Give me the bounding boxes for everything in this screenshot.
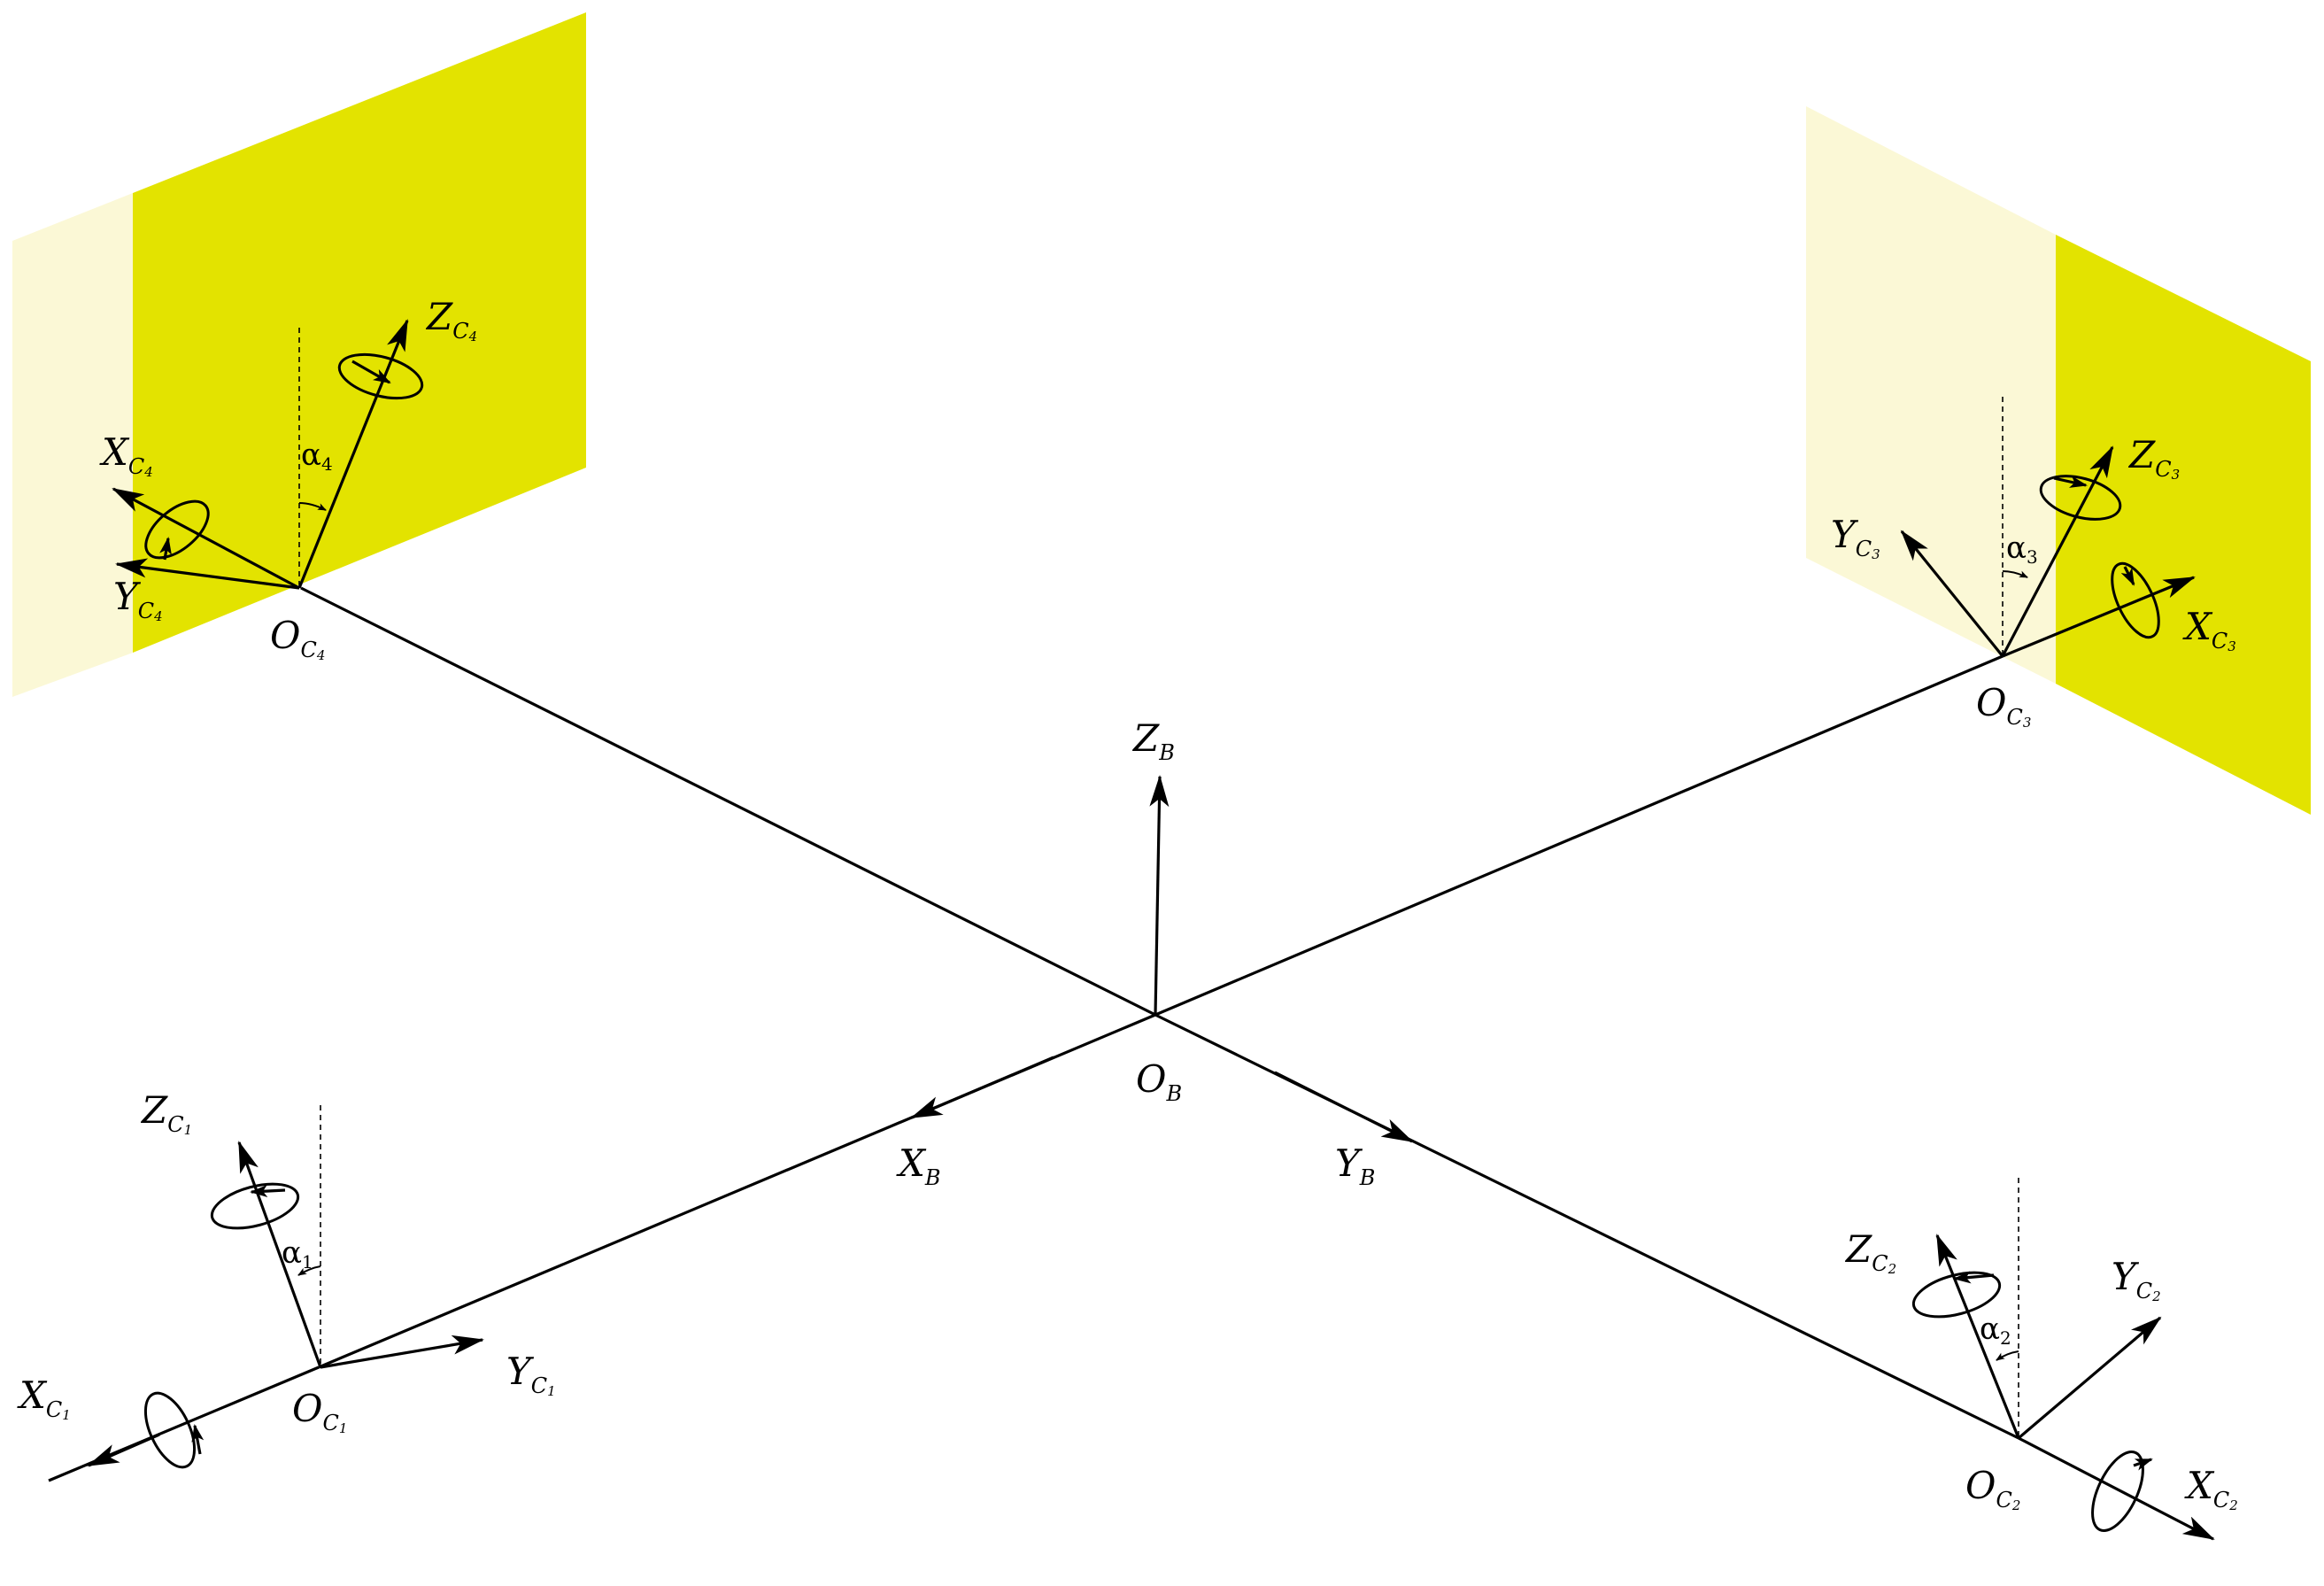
camera-2-x-rotation-ring	[2091, 1451, 2144, 1532]
camera-2-y-label: YC2	[2112, 1255, 2161, 1304]
camera-4-z-rotation-arrow	[351, 360, 391, 384]
camera-2-tilt-label: α2	[1980, 1311, 2011, 1349]
camera-1-z-label: ZC1	[140, 1088, 192, 1138]
camera-4-x-rotation-ring	[144, 499, 210, 560]
camera-1-tilt-arc	[297, 1265, 321, 1276]
arm-camera-1-extension	[48, 1366, 320, 1482]
body-x-label: XB	[896, 1141, 941, 1190]
camera-3-x-rotation-ring	[2111, 561, 2160, 639]
camera-3-z-label: ZC3	[2127, 433, 2180, 483]
camera-2-y-axis	[2017, 1316, 2162, 1440]
camera-1-x-label: XC1	[17, 1373, 71, 1423]
arm-to-camera-3	[1154, 654, 2004, 1017]
camera-1-frame: α1 ZC1 XC1 OC1 YC1	[17, 1088, 556, 1469]
camera-4-tilt-label: α4	[301, 437, 333, 475]
camera-2-origin-label: OC2	[1965, 1464, 2020, 1513]
camera-4-y-axis	[115, 558, 300, 590]
camera-4-y-label: YC4	[113, 575, 163, 624]
image-plane-camera-3	[1806, 106, 2311, 815]
camera-3-y-label: YC3	[1831, 513, 1880, 562]
body-z-label: ZB	[1131, 716, 1175, 765]
camera-3-x-axis	[2002, 576, 2196, 658]
plane-3-solid	[2056, 235, 2311, 815]
camera-2-x-rotation-arrow	[2133, 1458, 2153, 1471]
plane-4-faded	[12, 193, 133, 697]
camera-1-y-label: YC1	[506, 1350, 556, 1399]
camera-4-x-axis	[112, 487, 300, 590]
camera-3-tilt-arc	[2002, 570, 2028, 578]
camera-2-frame: α2 ZC2 YC2 OC2 XC2	[1844, 1178, 2238, 1541]
body-y-axis-arrow	[1274, 1071, 1414, 1143]
camera-3-frame: α3 ZC3 YC3 XC3 OC3	[1831, 397, 2236, 731]
camera-3-tilt-label: α3	[2006, 530, 2038, 568]
camera-1-z-rotation-arrow	[250, 1185, 286, 1198]
camera-2-z-rotation-ring	[1911, 1271, 2002, 1319]
image-plane-camera-4	[12, 12, 586, 697]
camera-4-z-axis	[297, 319, 409, 589]
camera-1-z-rotation-ring	[210, 1182, 300, 1230]
camera-2-z-axis	[1935, 1234, 2020, 1439]
camera-3-z-rotation-arrow	[2053, 476, 2088, 488]
camera-1-x-rotation-arrow	[191, 1424, 205, 1455]
camera-2-z-label: ZC2	[1844, 1227, 1896, 1277]
camera-4-x-rotation-arrow	[159, 537, 172, 561]
camera-1-x-axis	[87, 1433, 160, 1467]
camera-4-origin-label: OC4	[270, 614, 325, 663]
camera-4-tilt-arc	[298, 502, 327, 511]
body-x-axis-arrow	[910, 1056, 1054, 1119]
camera-3-origin-label: OC3	[1976, 681, 2031, 731]
camera-2-x-label: XC2	[2184, 1464, 2238, 1513]
camera-1-tilt-label: α1	[282, 1235, 313, 1273]
camera-4-x-label: XC4	[99, 430, 153, 480]
camera-3-x-label: XC3	[2182, 605, 2236, 654]
camera-1-y-axis	[320, 1335, 484, 1369]
camera-3-y-axis	[1900, 530, 2004, 658]
camera-2-z-rotation-arrow	[1953, 1271, 1995, 1284]
body-y-label: YB	[1335, 1141, 1375, 1190]
camera-1-origin-label: OC1	[292, 1387, 347, 1436]
body-origin-label: OB	[1136, 1057, 1182, 1106]
camera-4-z-label: ZC4	[425, 295, 477, 344]
arm-to-camera-4	[300, 586, 1156, 1017]
camera-3-x-rotation-arrow	[2120, 566, 2135, 586]
plane-3-faded	[1806, 106, 2056, 684]
camera-1-z-axis	[237, 1141, 322, 1368]
camera-1-x-rotation-ring	[143, 1391, 197, 1469]
camera-4-frame: α4 ZC4 XC4 YC4 OC4	[99, 295, 477, 663]
camera-4-z-rotation-ring	[337, 352, 424, 400]
body-z-axis-arrow	[1149, 775, 1170, 1016]
plane-4-solid	[133, 12, 586, 653]
camera-2-x-axis	[2018, 1436, 2215, 1541]
body-frame: ZB OB XB YB	[48, 586, 2019, 1482]
camera-2-tilt-arc	[1996, 1350, 2019, 1361]
